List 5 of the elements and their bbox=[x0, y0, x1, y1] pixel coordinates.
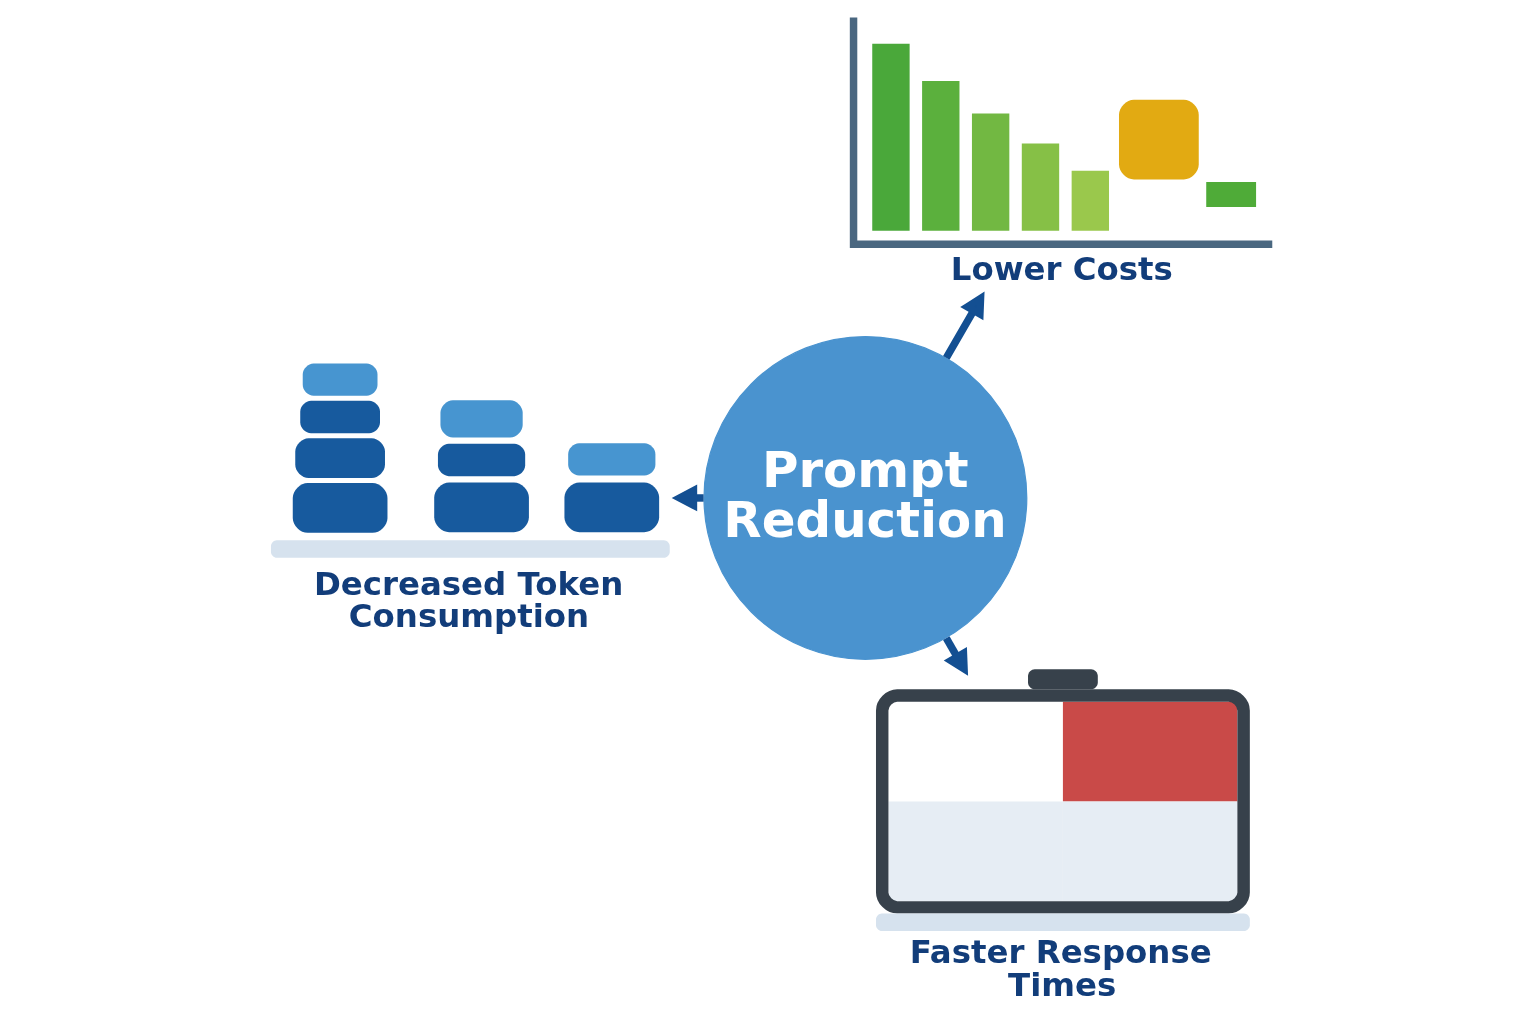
node-label: Decreased Token Consumption bbox=[313, 564, 623, 636]
arrow bbox=[942, 636, 968, 676]
node-label: Faster Response Times bbox=[909, 933, 1212, 1004]
arrow bbox=[942, 291, 985, 360]
node-label: Lower Costs bbox=[950, 250, 1173, 289]
